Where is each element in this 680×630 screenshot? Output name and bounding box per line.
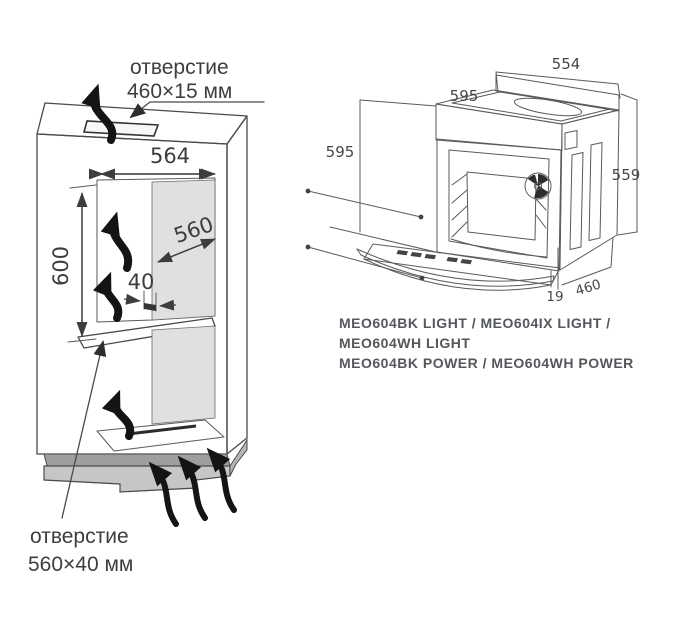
dim-600-label: 600: [49, 246, 73, 286]
dim-40: 40: [123, 270, 177, 311]
dim-595-left: 595: [326, 99, 441, 254]
oven-cavity-bottom: [450, 238, 548, 258]
bottom-vent-label-2: 560×40 мм: [28, 553, 133, 576]
airflow-arrows: [81, 83, 237, 527]
airflow-arrow-lower: [101, 389, 135, 440]
oven-door-open: [356, 243, 561, 291]
upper-cavity-back-wall: [151, 179, 216, 321]
airflow-arrow-under-1: [148, 461, 179, 527]
dim-40-label: 40: [128, 270, 155, 294]
cabinet-niche-drawing: 564 600 560 40 отверстие 460×15 мм: [28, 56, 265, 576]
oven-side-face: [559, 109, 620, 271]
model-line-1: MEO604BK LIGHT / MEO604IX LIGHT /: [339, 315, 611, 331]
top-vent-label-2: 460×15 мм: [127, 80, 232, 103]
door-vent-slots: [396, 250, 472, 265]
oven-cavity-opening: [448, 149, 550, 259]
dim-564: 564: [89, 144, 216, 180]
airflow-arrow-upper-2: [92, 271, 123, 322]
top-vent-label-1: отверстие: [130, 56, 229, 79]
bottom-vent-label-1: отверстие: [30, 525, 129, 548]
airflow-arrow-under-3: [206, 447, 237, 513]
cabinet-side-face: [226, 115, 248, 455]
airflow-arrow-top-vent: [81, 83, 117, 144]
dim-19: 19: [546, 247, 564, 305]
dim-460: 460: [561, 237, 614, 300]
airflow-arrow-under-2: [177, 455, 208, 521]
lower-cavity-back-wall: [151, 325, 216, 425]
dim-19-label: 19: [546, 289, 563, 305]
dim-595-top-label: 595: [450, 87, 479, 105]
bottom-vent-callout: отверстие 560×40 мм: [28, 340, 133, 576]
model-line-2: MEO604WH LIGHT: [339, 335, 471, 351]
oven-control-band: [435, 103, 563, 151]
oven-top-emboss: [513, 97, 583, 117]
top-vent-slot: [82, 120, 160, 137]
model-names: MEO604BK LIGHT / MEO604IX LIGHT / MEO604…: [339, 313, 669, 373]
dim-554: 554: [495, 55, 621, 99]
lower-cavity-floor: [96, 419, 225, 452]
dim-559: 559: [612, 93, 641, 236]
oven-drawing: 554 595 595 559 19 460: [305, 55, 641, 305]
dim-564-label: 564: [150, 144, 190, 168]
model-line-3: MEO604BK POWER / MEO604WH POWER: [339, 355, 634, 371]
dim-595-left-label: 595: [326, 143, 355, 161]
dim-554-label: 554: [552, 55, 581, 73]
oven-top-seam: [451, 91, 611, 122]
oven-front-frame: [436, 138, 562, 272]
oven-rack-rails: [451, 173, 547, 238]
dim-600: 600: [49, 184, 97, 343]
dim-460-label: 460: [574, 277, 603, 300]
rear-gap-notch: [143, 290, 157, 312]
oven-cavity-back-wall: [466, 171, 537, 241]
dim-559-label: 559: [612, 166, 641, 184]
floor-vent-slot: [127, 424, 197, 436]
top-vent-callout: отверстие 460×15 мм: [127, 56, 265, 119]
oven-side-vents: [564, 130, 603, 250]
leader-lines: [305, 188, 425, 281]
airflow-arrow-upper-1: [100, 211, 133, 272]
oven-fan: [524, 172, 552, 200]
